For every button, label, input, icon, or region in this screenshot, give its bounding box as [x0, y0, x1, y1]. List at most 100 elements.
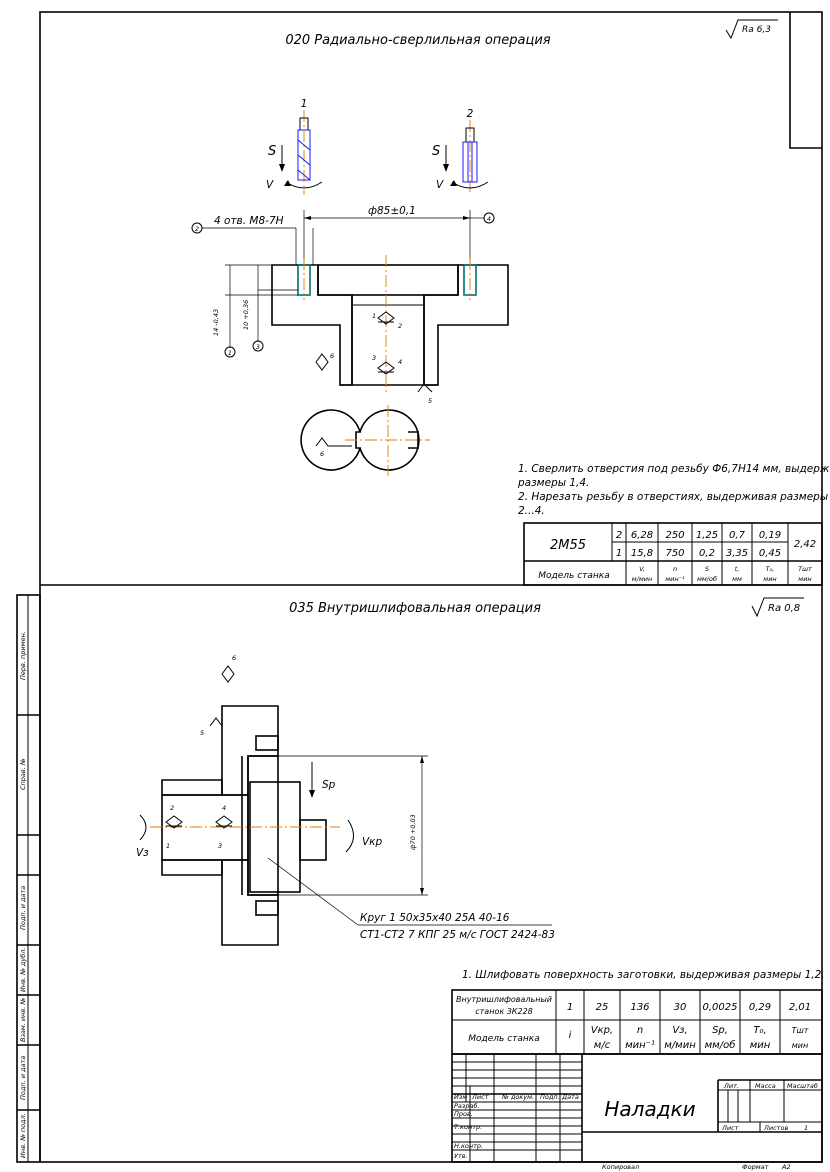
svg-text:станок 3К228: станок 3К228	[475, 1007, 533, 1016]
svg-text:0,45: 0,45	[759, 548, 781, 559]
svg-text:мм: мм	[732, 575, 742, 583]
svg-text:Sр,: Sр,	[712, 1025, 728, 1036]
svg-text:14 -0,43: 14 -0,43	[212, 309, 220, 336]
svg-text:3: 3	[372, 354, 376, 362]
svg-text:3,35: 3,35	[726, 548, 748, 559]
svg-text:T₀,: T₀,	[766, 565, 775, 573]
svg-text:Изм: Изм	[454, 1093, 467, 1101]
side-label: Подп. и дата	[19, 886, 27, 930]
svg-text:0,7: 0,7	[729, 530, 746, 541]
svg-text:Ra 6,3: Ra 6,3	[742, 25, 771, 35]
title-block: Изм Лист № докум. Подп. Дата Разраб. Про…	[451, 1053, 823, 1171]
hole-callout: 2 4 отв. М8-7Н	[191, 215, 314, 265]
drill-tool: 1	[284, 98, 323, 195]
svg-text:м/мин: м/мин	[664, 1040, 696, 1051]
svg-text:Лист: Лист	[471, 1093, 489, 1101]
svg-text:S: S	[705, 565, 709, 573]
s-label: S	[268, 144, 276, 159]
side-label: Справ. №	[19, 758, 27, 790]
svg-text:n: n	[637, 1025, 643, 1036]
svg-text:Утв.: Утв.	[454, 1152, 468, 1160]
svg-text:2...4.: 2...4.	[518, 505, 545, 517]
svg-text:Разраб.: Разраб.	[454, 1102, 480, 1110]
svg-text:6: 6	[232, 654, 236, 662]
svg-text:Tшт: Tшт	[798, 565, 812, 573]
svg-text:1: 1	[166, 842, 170, 850]
roughness-symbol: Ra 6,3	[725, 19, 778, 40]
side-label: Взам. инв. №	[19, 998, 27, 1042]
svg-text:V,: V,	[639, 565, 645, 573]
svg-text:Листов: Листов	[763, 1124, 788, 1132]
svg-text:30: 30	[674, 1002, 687, 1013]
dim-dia85: ф85±0,1 4	[303, 205, 495, 265]
svg-text:Vз: Vз	[136, 847, 149, 859]
svg-text:2: 2	[616, 530, 622, 541]
svg-text:мин⁻¹: мин⁻¹	[625, 1040, 655, 1051]
svg-text:6: 6	[320, 450, 324, 458]
svg-text:Наладки: Наладки	[604, 1097, 695, 1121]
v-label: V	[266, 179, 274, 191]
svg-text:Внутришлифовальный: Внутришлифовальный	[456, 995, 552, 1004]
op2-note: 1. Шлифовать поверхность заготовки, выде…	[462, 969, 825, 981]
svg-text:Копировал: Копировал	[602, 1163, 639, 1171]
svg-text:ф70 +0,03: ф70 +0,03	[409, 814, 417, 850]
op2-title: 035 Внутришлифовальная операция	[289, 601, 541, 616]
svg-text:n: n	[673, 565, 677, 573]
svg-text:4: 4	[398, 358, 402, 366]
roughness-symbol-2: Ra 0,8	[751, 597, 804, 618]
svg-text:10 +0,36: 10 +0,36	[242, 300, 250, 330]
svg-text:i: i	[569, 1030, 572, 1041]
op1-table: 2М55 Модель станка 2 6,28 250 1,25 0,7 0…	[523, 522, 823, 586]
v2-label: V	[436, 179, 444, 191]
sheet-frame	[39, 11, 823, 1163]
svg-text:1,25: 1,25	[696, 530, 718, 541]
plan-view: 6	[300, 405, 430, 476]
svg-text:Модель станка: Модель станка	[538, 571, 610, 581]
svg-text:Т.контр.: Т.контр.	[454, 1123, 482, 1131]
svg-text:Масса: Масса	[755, 1082, 776, 1090]
svg-text:1. Сверлить отверстия под резь: 1. Сверлить отверстия под резьбу Ф6,7Н14…	[518, 463, 830, 475]
svg-text:1: 1	[567, 1002, 573, 1013]
svg-text:4 отв. М8-7Н: 4 отв. М8-7Н	[214, 215, 284, 227]
op2-table: Внутришлифовальный станок 3К228 Модель с…	[451, 989, 823, 1055]
side-label: Подп. и дата	[19, 1056, 27, 1100]
svg-text:2М55: 2М55	[550, 538, 586, 553]
svg-text:1: 1	[616, 548, 622, 559]
tap-tool: 2	[450, 108, 489, 195]
svg-text:Круг 1 50x35x40 25А 40-16: Круг 1 50x35x40 25А 40-16	[360, 912, 510, 924]
svg-text:6: 6	[330, 352, 334, 360]
svg-text:2: 2	[170, 804, 174, 812]
svg-text:Н.контр.: Н.контр.	[454, 1142, 483, 1150]
svg-text:t,: t,	[735, 565, 740, 573]
svg-text:15,8: 15,8	[631, 548, 653, 559]
svg-text:мм/об: мм/об	[705, 1039, 736, 1051]
side-label: Инв. № подл.	[19, 1113, 27, 1158]
svg-text:1: 1	[372, 312, 376, 320]
svg-text:6,28: 6,28	[631, 530, 653, 541]
op1-title: 020 Радиально-сверлильная операция	[285, 33, 550, 48]
svg-text:1: 1	[228, 349, 232, 357]
svg-text:4: 4	[222, 804, 226, 812]
svg-text:№ докум.: № докум.	[501, 1093, 534, 1101]
svg-text:0,19: 0,19	[759, 530, 781, 541]
svg-text:Vз,: Vз,	[672, 1025, 687, 1036]
part-section-1: 1 2 3 4 6 5	[271, 255, 509, 405]
svg-text:мин⁻¹: мин⁻¹	[665, 575, 685, 583]
s2-label: S	[432, 144, 440, 159]
svg-text:2: 2	[467, 108, 474, 120]
svg-text:Подп.: Подп.	[540, 1093, 560, 1101]
svg-text:СТ1-СТ2 7 КПГ 25 м/с ГОСТ 2424: СТ1-СТ2 7 КПГ 25 м/с ГОСТ 2424-83	[360, 929, 555, 941]
svg-text:Масштаб: Масштаб	[787, 1082, 818, 1090]
svg-text:25: 25	[596, 1002, 609, 1013]
svg-text:0,2: 0,2	[699, 548, 715, 559]
depth-dims: 14 -0,43 10 +0,36 1 3	[212, 264, 298, 358]
svg-text:Пров.: Пров.	[454, 1110, 473, 1118]
svg-text:Tшт: Tшт	[792, 1026, 809, 1035]
svg-text:2. Нарезать резьбу в отверсти: 2. Нарезать резьбу в отверстиях, выдержи…	[518, 491, 828, 503]
side-strip: Перв. примен. Справ. № Подп. и дата Инв.…	[16, 594, 41, 1163]
svg-text:мм/об: мм/об	[697, 575, 717, 583]
svg-text:Лист: Лист	[721, 1124, 739, 1132]
svg-text:2: 2	[398, 322, 402, 330]
svg-text:Модель станка: Модель станка	[468, 1034, 540, 1044]
